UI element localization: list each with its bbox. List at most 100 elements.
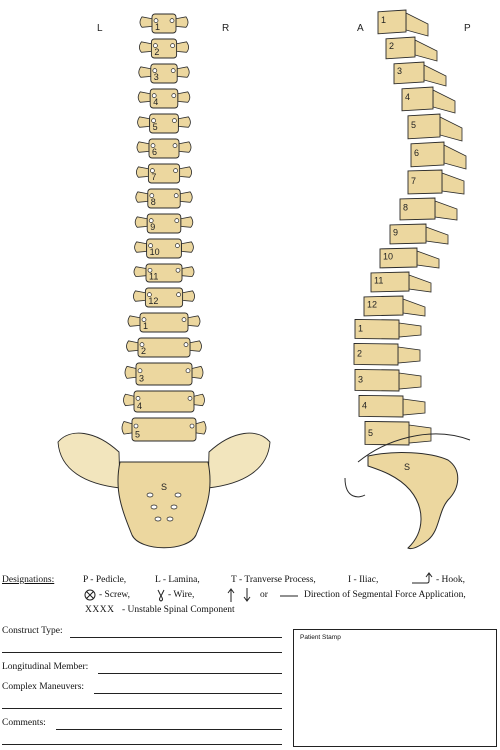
lateral-vertebral-body xyxy=(354,318,400,340)
longitudinal-member-label: Longitudinal Member: xyxy=(2,662,89,672)
lateral-vertebra-label: 1 xyxy=(358,323,363,333)
lateral-vertebra: 11 xyxy=(370,271,432,293)
pedicle-dot xyxy=(170,68,176,74)
pedicle-dot xyxy=(181,317,187,322)
transverse-process xyxy=(138,66,152,78)
spinous-process xyxy=(414,39,438,62)
spinous-process xyxy=(405,12,429,37)
pedicle-dot xyxy=(150,143,156,148)
pedicle-dot xyxy=(148,218,154,223)
force-line-icon xyxy=(280,595,298,597)
wire-symbol-icon xyxy=(157,589,165,602)
posterior-vertebra: 7 xyxy=(136,163,192,184)
posterior-vertebra-label: 3 xyxy=(154,72,159,82)
posterior-vertebra: 10 xyxy=(134,238,194,259)
posterior-vertebra-label: 4 xyxy=(137,401,142,411)
vertebral-body xyxy=(137,337,191,358)
longitudinal-member-line[interactable] xyxy=(98,673,282,674)
lateral-vertebral-body xyxy=(385,36,416,60)
left-iliac-wing xyxy=(57,432,121,489)
vertebral-body xyxy=(146,213,182,234)
sacral-foramen xyxy=(174,492,182,498)
lateral-sacrum xyxy=(367,452,459,549)
transverse-process xyxy=(189,340,202,352)
posterior-vertebra: 6 xyxy=(136,138,192,159)
transverse-process xyxy=(124,365,137,379)
complex-maneuvers-line-2[interactable] xyxy=(2,708,282,709)
lateral-vertebra: 2 xyxy=(385,36,438,62)
lateral-vertebra: 6 xyxy=(410,141,467,170)
vertebral-body xyxy=(133,390,195,413)
transverse-process xyxy=(180,216,194,228)
right-iliac-wing xyxy=(207,432,271,489)
lateral-vertebra-label: 5 xyxy=(368,428,373,438)
pedicle-dot xyxy=(141,317,147,322)
comments-line[interactable] xyxy=(56,729,282,730)
posterior-vertebra: 3 xyxy=(138,63,190,84)
pedicle-dot xyxy=(185,368,191,374)
lateral-vertebra-label: 9 xyxy=(393,227,398,237)
spinous-process xyxy=(432,89,456,114)
transverse-process xyxy=(134,216,148,228)
construct-form: Construct Type: Longitudinal Member: Com… xyxy=(0,622,500,750)
pedicle-dot xyxy=(151,93,157,99)
lateral-vertebral-body xyxy=(399,197,436,221)
lateral-vertebra-label: 3 xyxy=(397,66,402,76)
vertebral-body xyxy=(150,63,178,84)
pedicle-dot xyxy=(171,93,177,99)
construct-type-line-2[interactable] xyxy=(2,652,282,653)
pedicle-dot xyxy=(173,193,179,198)
spinous-process xyxy=(434,200,458,221)
vertebral-body xyxy=(139,312,189,333)
pedicle-dot xyxy=(187,396,193,401)
posterior-vertebra: 5 xyxy=(121,417,207,442)
lateral-vertebral-body xyxy=(379,247,418,269)
patient-stamp-box[interactable]: Patient Stamp xyxy=(293,629,497,747)
pedicle-dot xyxy=(189,423,195,429)
sacral-foramen xyxy=(166,516,174,522)
posterior-vertebra: 5 xyxy=(137,113,191,134)
vertebral-body xyxy=(145,263,183,283)
lateral-vertebral-body xyxy=(410,141,445,168)
transverse-process xyxy=(179,166,192,178)
posterior-sacrum xyxy=(117,461,211,549)
hook-symbol-icon xyxy=(412,572,433,584)
posterior-vertebra: 12 xyxy=(133,287,195,308)
comments-label: Comments: xyxy=(2,718,46,728)
legend-direction: Direction of Segmental Force Application… xyxy=(304,590,466,600)
posterior-vertebra: 2 xyxy=(126,337,202,358)
complex-maneuvers-label: Complex Maneuvers: xyxy=(2,682,85,692)
posterior-vertebra: 1 xyxy=(139,13,189,34)
lateral-vertebral-body xyxy=(377,9,407,35)
complex-maneuvers-line[interactable] xyxy=(94,693,282,694)
lateral-vertebral-body xyxy=(354,368,400,392)
transverse-process xyxy=(123,393,135,407)
lateral-vertebra-label: 4 xyxy=(362,401,367,411)
posterior-vertebra: 3 xyxy=(124,362,204,386)
vertebral-body xyxy=(147,163,181,184)
lateral-vertebra-label: 6 xyxy=(414,148,419,158)
label-anterior: A xyxy=(357,23,364,34)
pedicle-dot xyxy=(149,193,155,198)
lateral-vertebra-label: 11 xyxy=(374,275,383,285)
lateral-vertebral-body xyxy=(370,271,410,293)
posterior-vertebra: 8 xyxy=(135,188,193,209)
comments-line-2[interactable] xyxy=(2,744,282,745)
construct-type-line[interactable] xyxy=(70,637,282,638)
spinous-process xyxy=(408,274,432,293)
lateral-vertebra: 1 xyxy=(354,318,422,340)
lateral-vertebra-label: 7 xyxy=(411,176,416,186)
vertebral-body xyxy=(147,188,181,209)
pedicle-dot xyxy=(152,68,158,74)
posterior-vertebra-label: 8 xyxy=(151,197,156,207)
pedicle-dot xyxy=(148,243,153,248)
vertebral-body xyxy=(144,287,184,308)
transverse-process xyxy=(182,290,195,302)
spinous-process xyxy=(402,298,426,317)
sacral-foramen xyxy=(146,492,154,498)
lateral-vertebra: 4 xyxy=(358,394,426,418)
pedicle-dot xyxy=(147,292,152,297)
lateral-vertebral-body xyxy=(353,342,399,366)
lateral-vertebral-body xyxy=(389,223,427,245)
